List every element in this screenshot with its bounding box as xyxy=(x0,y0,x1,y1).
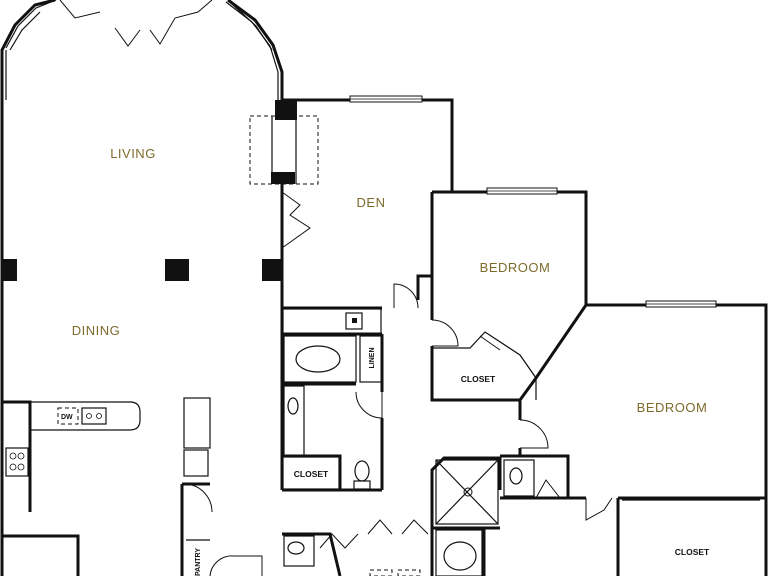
fireplace-outline xyxy=(249,115,319,185)
bay-window xyxy=(5,0,279,100)
closet-bath-label: CLOSET xyxy=(294,469,329,479)
windows xyxy=(349,95,717,308)
room-labels: LIVING DINING DEN BEDROOM BEDROOM CLOSET… xyxy=(61,146,710,576)
pantry-label: PANTRY xyxy=(195,548,202,576)
closet-bed2-label: CLOSET xyxy=(675,547,710,557)
den-label: DEN xyxy=(357,195,386,210)
bedroom-1-walls xyxy=(430,304,588,456)
bath-1 xyxy=(282,308,384,492)
dining-label: DINING xyxy=(72,323,121,338)
lower-area xyxy=(282,454,766,576)
den-walls xyxy=(280,184,434,490)
linen-label: LINEN xyxy=(369,348,376,369)
kitchen xyxy=(2,397,263,576)
bedroom-2-label: BEDROOM xyxy=(637,400,708,415)
bedroom-1-label: BEDROOM xyxy=(480,260,551,275)
closet-bed1-label: CLOSET xyxy=(461,374,496,384)
living-label: LIVING xyxy=(110,146,156,161)
columns xyxy=(2,100,297,281)
dishwasher-label: DW xyxy=(61,414,73,421)
